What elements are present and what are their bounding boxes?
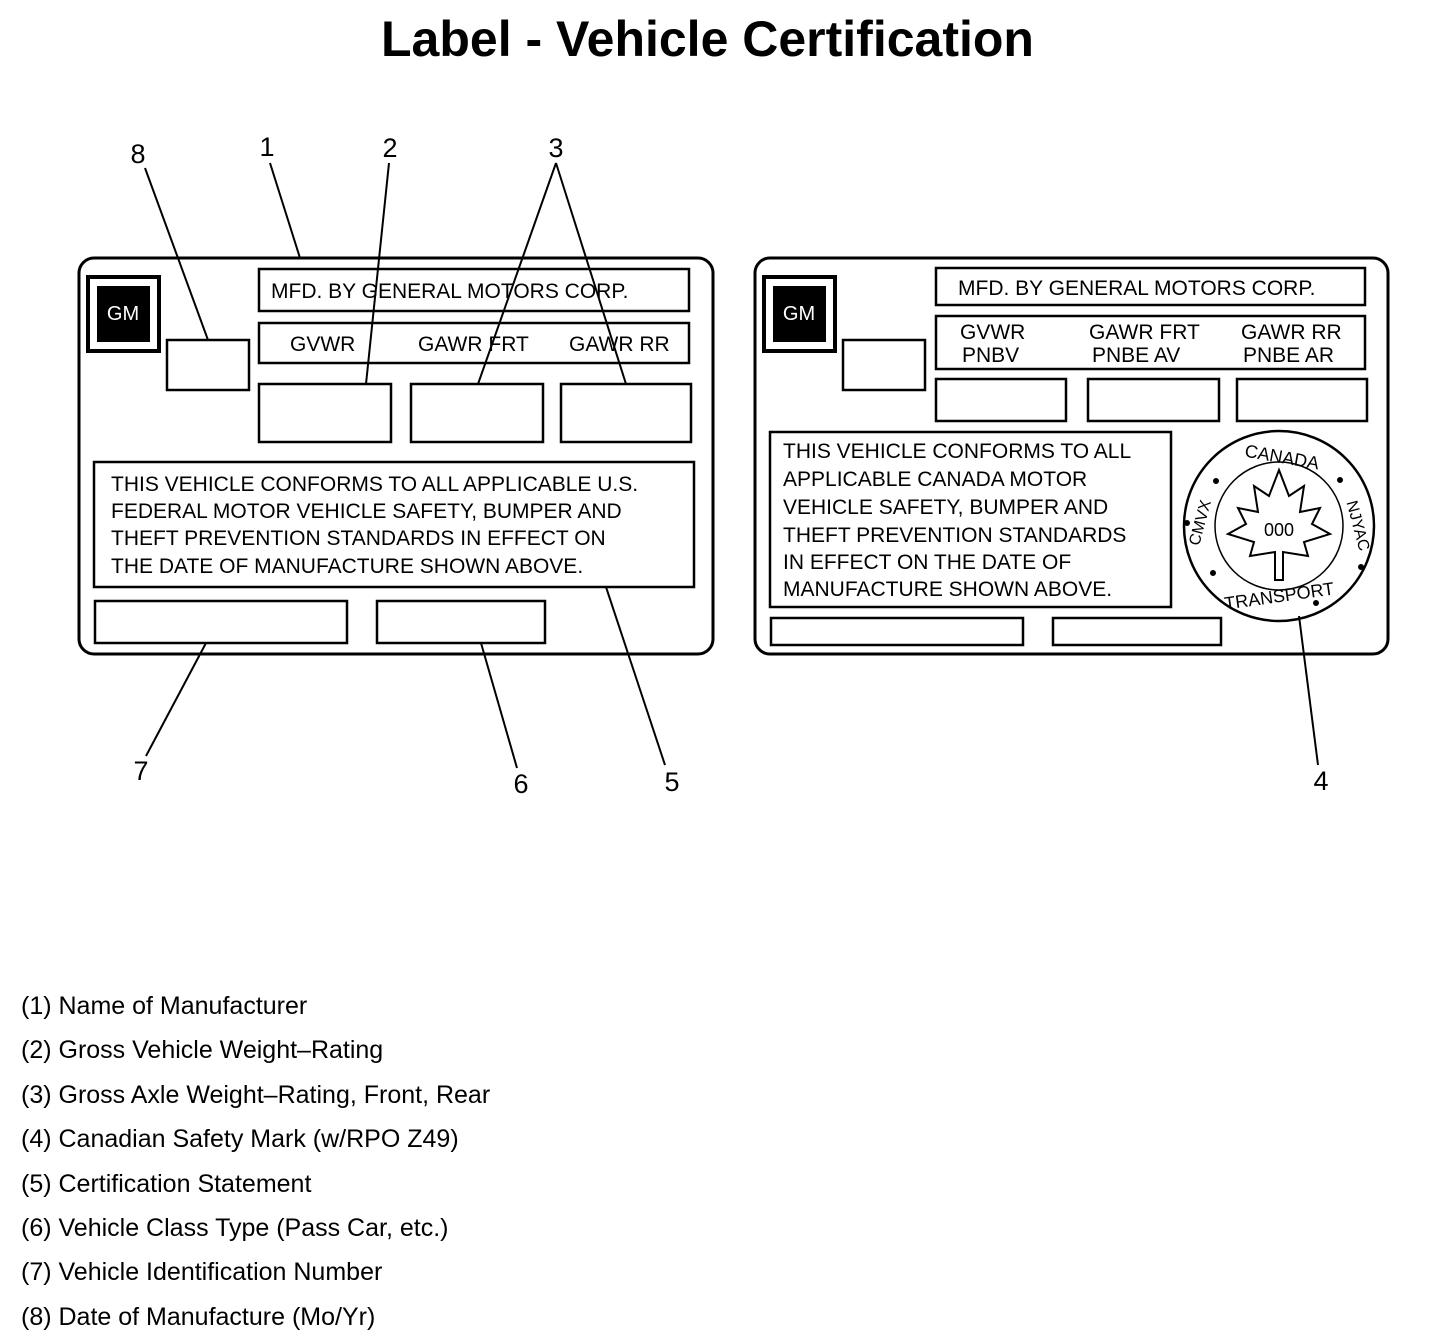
us-gm-logo-inner bbox=[97, 286, 150, 342]
legend-list: (1) Name of Manufacturer (2) Gross Vehic… bbox=[21, 988, 490, 1343]
ca-gvwr-value-box bbox=[934, 377, 1068, 423]
leader-line-4 bbox=[1298, 615, 1319, 766]
seal-dot-1 bbox=[1184, 520, 1190, 526]
ca-gawr-rr-value-box bbox=[1235, 377, 1369, 423]
ca-ratings-header-box bbox=[934, 314, 1367, 371]
page-title: Label - Vehicle Certification bbox=[381, 11, 1034, 67]
legend-item: (3) Gross Axle Weight–Rating, Front, Rea… bbox=[21, 1080, 491, 1109]
us-vin-box bbox=[93, 599, 349, 645]
us-class-box bbox=[375, 599, 547, 645]
ca-class-box bbox=[1051, 616, 1223, 647]
callout-4: 4 bbox=[1313, 766, 1328, 796]
certification-labels-diagram: GM MFD. BY GENERAL MOTORS CORP. GVWR GAW… bbox=[77, 132, 1390, 799]
us-manufacturer-text: MFD. BY GENERAL MOTORS CORP. bbox=[271, 280, 628, 303]
us-label-outline bbox=[77, 256, 715, 656]
callout-7: 7 bbox=[133, 756, 148, 786]
ca-gawr-frt-value-box bbox=[1086, 377, 1221, 423]
us-gm-logo-text: GM bbox=[107, 303, 139, 325]
us-ratings-header-box bbox=[257, 321, 691, 365]
ca-gm-logo-text: GM bbox=[783, 303, 815, 325]
seal-canada-text: CANADA bbox=[1243, 441, 1320, 474]
us-gawr-rr-label: GAWR RR bbox=[569, 333, 670, 356]
leader-line-1 bbox=[269, 162, 301, 259]
canada-seal-inner bbox=[1214, 461, 1344, 591]
legend-item: (1) Name of Manufacturer bbox=[21, 992, 308, 1020]
ca-gvwr-label: GVWR bbox=[960, 321, 1025, 344]
ca-gm-logo-inner bbox=[773, 286, 826, 342]
us-date-box bbox=[165, 338, 251, 392]
us-gvwr-value-box bbox=[257, 382, 393, 444]
leader-line-3a bbox=[477, 162, 557, 385]
ca-pnbv-label: PNBV bbox=[962, 344, 1019, 367]
maple-leaf-icon bbox=[1225, 467, 1333, 581]
seal-transport-text: TRANSPORT bbox=[1223, 578, 1335, 613]
us-statement-line-3: THEFT PREVENTION STANDARDS IN EFFECT ON bbox=[111, 527, 606, 550]
ca-date-box bbox=[841, 338, 927, 392]
leader-line-2 bbox=[365, 162, 390, 385]
seal-center-number: 000 bbox=[1264, 520, 1294, 540]
callout-8: 8 bbox=[130, 139, 145, 169]
us-gvwr-label: GVWR bbox=[290, 333, 355, 356]
leader-line-7 bbox=[145, 642, 207, 757]
legend-item: (4) Canadian Safety Mark (w/RPO Z49) bbox=[21, 1125, 459, 1154]
ca-label-outline bbox=[753, 256, 1390, 656]
canada-seal-outer bbox=[1182, 429, 1376, 623]
leader-line-6 bbox=[480, 642, 518, 769]
us-gawr-rr-value-box bbox=[559, 382, 693, 444]
ca-manufacturer-box bbox=[934, 266, 1367, 307]
callout-2: 2 bbox=[382, 133, 397, 163]
us-statement-box bbox=[92, 460, 696, 589]
ca-gawr-frt-label: GAWR FRT bbox=[1089, 321, 1200, 344]
us-manufacturer-box bbox=[257, 267, 691, 313]
callout-6: 6 bbox=[513, 769, 528, 799]
ca-statement-line-4: THEFT PREVENTION STANDARDS bbox=[783, 524, 1126, 547]
ca-pnbe-ar-label: PNBE AR bbox=[1243, 344, 1334, 367]
seal-dot-5 bbox=[1210, 570, 1216, 576]
callout-5: 5 bbox=[664, 767, 679, 797]
seal-njyac-text: NJYAC bbox=[1343, 499, 1373, 553]
us-statement-line-2: FEDERAL MOTOR VEHICLE SAFETY, BUMPER AND bbox=[111, 500, 622, 523]
us-label-text: GM MFD. BY GENERAL MOTORS CORP. GVWR GAW… bbox=[107, 280, 670, 578]
us-gawr-frt-label: GAWR FRT bbox=[418, 333, 529, 356]
callout-3: 3 bbox=[548, 133, 563, 163]
canada-label bbox=[753, 256, 1390, 656]
ca-statement-line-1: THIS VEHICLE CONFORMS TO ALL bbox=[783, 440, 1131, 463]
us-gawr-frt-value-box bbox=[409, 382, 545, 444]
ca-gm-logo-frame bbox=[762, 275, 837, 353]
ca-statement-box bbox=[768, 430, 1173, 609]
ca-gawr-rr-label: GAWR RR bbox=[1241, 321, 1342, 344]
us-gm-logo-frame bbox=[86, 275, 161, 353]
callout-1: 1 bbox=[259, 132, 274, 162]
leader-line-5 bbox=[605, 586, 666, 766]
legend-item: (5) Certification Statement bbox=[21, 1169, 312, 1198]
seal-dot-2 bbox=[1213, 478, 1219, 484]
ca-vin-box bbox=[769, 616, 1025, 647]
ca-statement-line-6: MANUFACTURE SHOWN ABOVE. bbox=[783, 578, 1112, 601]
seal-dot-3 bbox=[1337, 477, 1343, 483]
callout-numbers: 8 1 2 3 7 6 5 4 bbox=[130, 132, 1328, 799]
legend-item: (2) Gross Vehicle Weight–Rating bbox=[21, 1036, 384, 1065]
seal-dot-6 bbox=[1313, 600, 1319, 606]
legend-item: (6) Vehicle Class Type (Pass Car, etc.) bbox=[21, 1213, 449, 1242]
us-label bbox=[77, 256, 715, 656]
ca-statement-line-2: APPLICABLE CANADA MOTOR bbox=[783, 468, 1087, 491]
seal-cmvx-text: CMVX bbox=[1186, 498, 1214, 547]
us-statement-line-1: THIS VEHICLE CONFORMS TO ALL APPLICABLE … bbox=[111, 473, 638, 496]
leader-line-3b bbox=[555, 162, 627, 385]
leader-lines bbox=[144, 162, 1319, 769]
ca-statement-line-3: VEHICLE SAFETY, BUMPER AND bbox=[783, 496, 1108, 519]
seal-dot-4 bbox=[1358, 564, 1364, 570]
leader-line-8 bbox=[144, 167, 209, 341]
legend-item: (8) Date of Manufacture (Mo/Yr) bbox=[21, 1302, 376, 1331]
us-statement-line-4: THE DATE OF MANUFACTURE SHOWN ABOVE. bbox=[111, 555, 583, 578]
ca-manufacturer-text: MFD. BY GENERAL MOTORS CORP. bbox=[958, 277, 1315, 300]
ca-statement-line-5: IN EFFECT ON THE DATE OF bbox=[783, 551, 1071, 574]
legend-item: (7) Vehicle Identification Number bbox=[21, 1258, 383, 1287]
ca-pnbe-av-label: PNBE AV bbox=[1092, 344, 1180, 367]
